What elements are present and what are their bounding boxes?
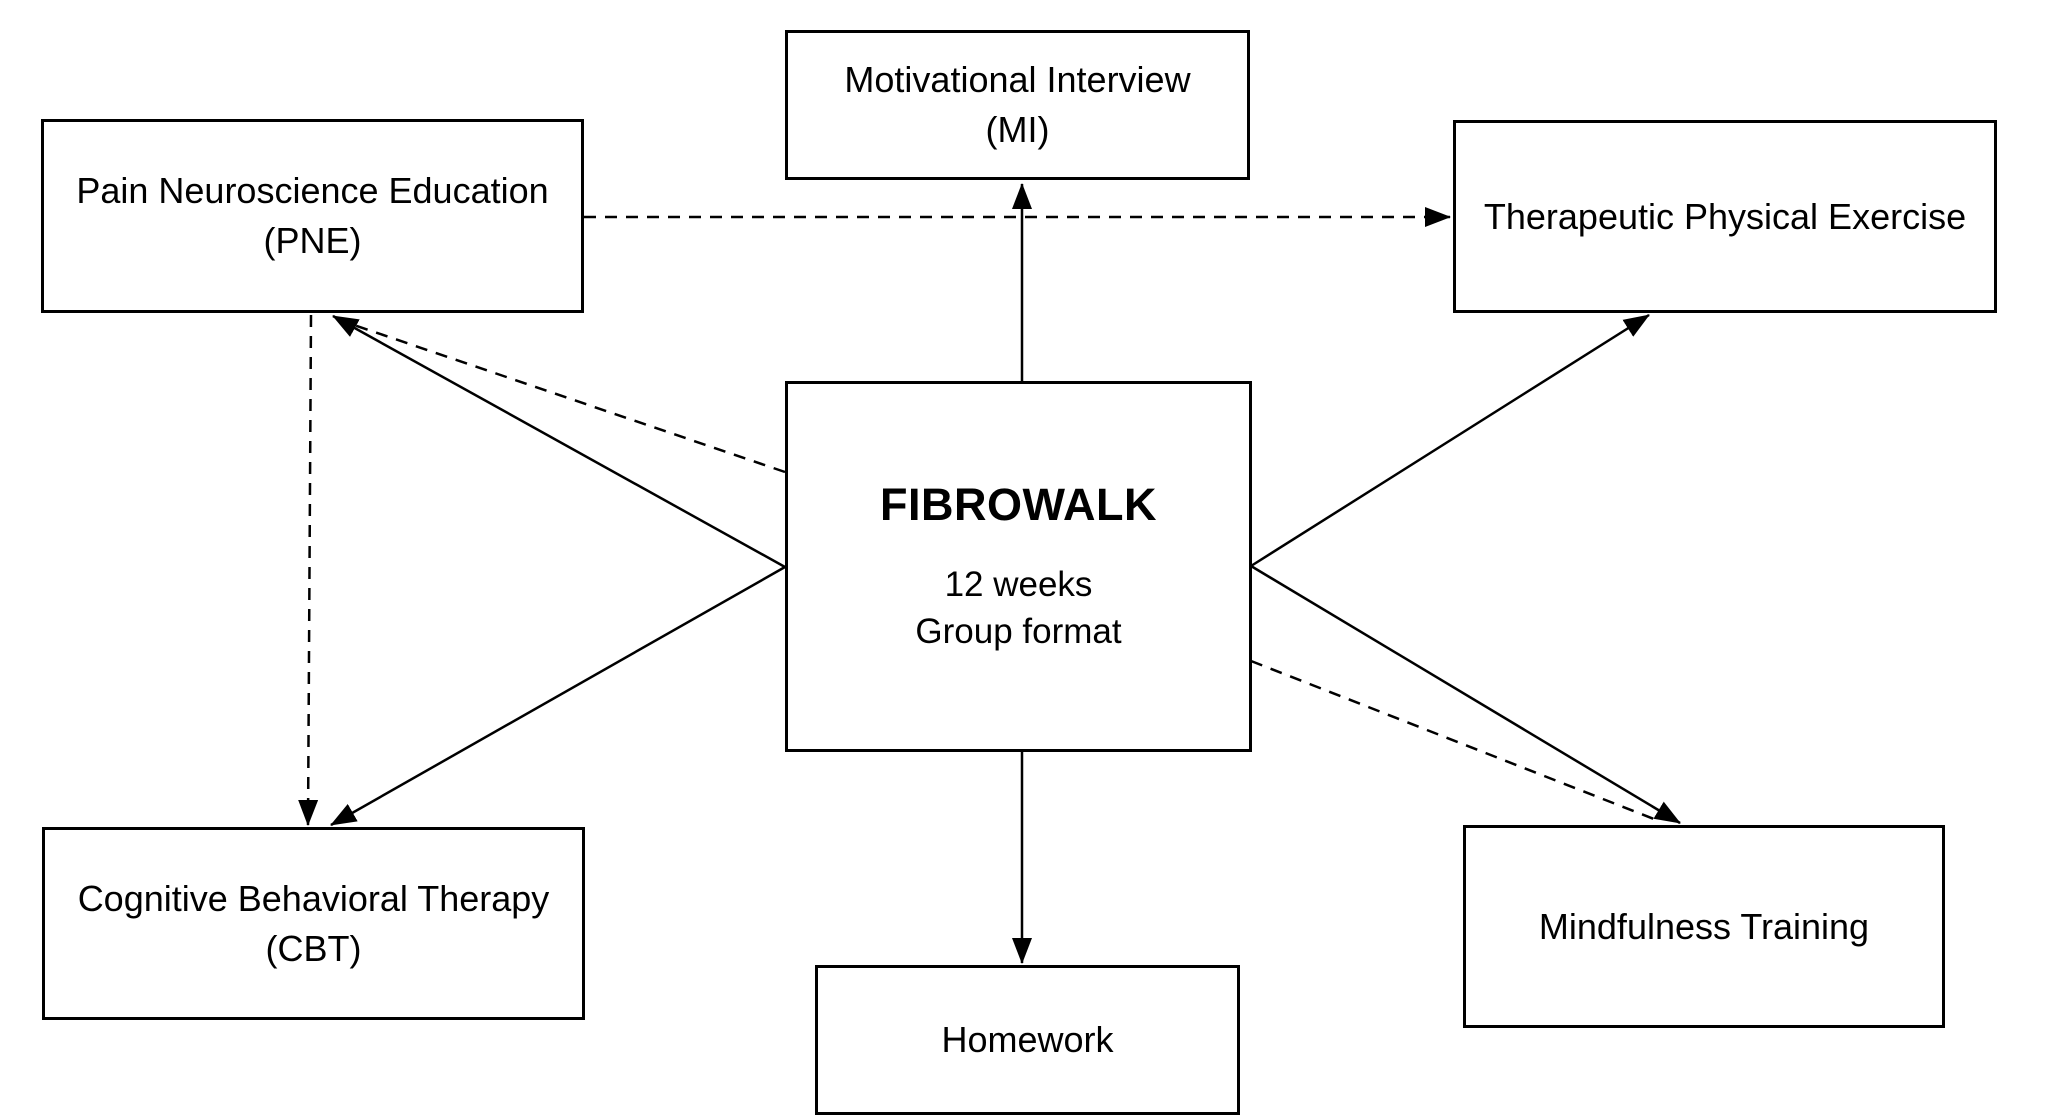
node-label: Motivational Interview: [844, 59, 1191, 101]
node-label: Therapeutic Physical Exercise: [1483, 195, 1967, 237]
node-homework: Homework: [815, 965, 1240, 1115]
edge-fibrowalk-to-pne-dashed: [347, 321, 786, 474]
edge-fibrowalk-to-mindfulness-dashed: [1250, 659, 1660, 823]
node-label: Homework: [941, 1019, 1114, 1061]
node-motivational-interview: Motivational Interview (MI): [785, 30, 1250, 180]
edge-fibrowalk-to-mindfulness-solid: [1250, 564, 1681, 825]
edge-fibrowalk-to-tpe: [1250, 313, 1650, 568]
node-label-abbr: (CBT): [265, 927, 362, 969]
edge-fibrowalk-to-pne-solid: [332, 314, 786, 569]
node-cognitive-behavioral-therapy: Cognitive Behavioral Therapy (CBT): [42, 827, 585, 1020]
node-label: Pain Neuroscience Education: [76, 170, 549, 212]
node-fibrowalk: FIBROWALK 12 weeks Group format: [785, 381, 1252, 752]
node-label-abbr: (MI): [985, 109, 1050, 150]
fibrowalk-duration: 12 weeks: [944, 565, 1093, 605]
node-mindfulness-training: Mindfulness Training: [1463, 825, 1945, 1028]
node-label-abbr: (PNE): [263, 220, 362, 261]
node-label: Cognitive Behavioral Therapy: [77, 877, 550, 919]
node-label: Mindfulness Training: [1538, 905, 1870, 947]
node-therapeutic-physical-exercise: Therapeutic Physical Exercise: [1453, 120, 1997, 313]
edge-fibrowalk-to-cbt: [330, 565, 786, 827]
fibrowalk-format: Group format: [915, 611, 1122, 651]
node-pain-neuroscience-education: Pain Neuroscience Education (PNE): [41, 119, 584, 313]
edge-pne-to-cbt: [298, 314, 319, 826]
fibrowalk-title: FIBROWALK: [880, 479, 1157, 531]
